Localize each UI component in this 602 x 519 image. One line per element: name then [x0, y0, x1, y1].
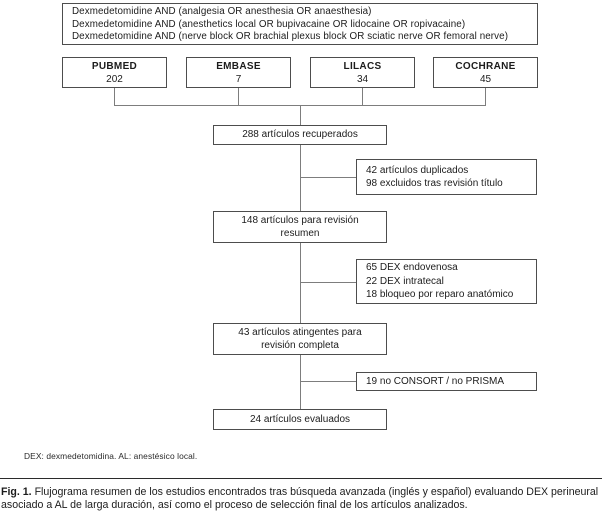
exclusion-box-duplicates: 42 artículos duplicados 98 excluidos tra…	[356, 159, 537, 195]
connector-stub-cochrane	[485, 88, 486, 105]
exclusion-box-dex-route: 65 DEX endovenosa 22 DEX intratecal 18 b…	[356, 259, 537, 304]
search-term-line: Dexmedetomidine AND (anesthetics local O…	[72, 18, 466, 30]
flow-box-text: 148 artículos para revisión	[241, 214, 359, 226]
database-count: 7	[235, 73, 242, 85]
connector-retrieved-to-abstract	[300, 145, 301, 211]
database-box-lilacs: LILACS 34	[310, 57, 415, 88]
database-box-cochrane: COCHRANE 45	[433, 57, 538, 88]
database-name: PUBMED	[91, 60, 138, 72]
exclusion-line: 42 artículos duplicados	[366, 164, 469, 176]
exclusion-line: 65 DEX endovenosa	[366, 262, 458, 274]
flow-box-text: 43 artículos atingentes para	[238, 326, 362, 338]
figure-caption-text: Flujograma resumen de los estudios encon…	[1, 486, 599, 511]
connector-stub-embase	[238, 88, 239, 105]
database-name: EMBASE	[216, 60, 261, 72]
database-count: 45	[479, 73, 492, 85]
flow-box-full-review: 43 artículos atingentes para revisión co…	[213, 323, 387, 355]
exclusion-line: 98 excluidos tras revisión título	[366, 178, 503, 189]
database-name: LILACS	[343, 60, 382, 72]
search-term-line: Dexmedetomidine AND (analgesia OR anesth…	[72, 6, 372, 17]
connector-branch-consort	[301, 381, 356, 382]
connector-stub-pubmed	[114, 88, 115, 105]
database-box-pubmed: PUBMED 202	[62, 57, 167, 88]
exclusion-line: 22 DEX intratecal	[366, 275, 444, 287]
connector-branch-dex-route	[301, 282, 356, 283]
connector-abstract-to-full	[300, 243, 301, 323]
exclusion-line: 19 no CONSORT / no PRISMA	[366, 375, 505, 387]
flow-box-retrieved: 288 artículos recuperados	[213, 125, 387, 145]
connector-drop-retrieved	[300, 105, 301, 125]
database-name: COCHRANE	[455, 60, 516, 72]
exclusion-line: 18 bloqueo por reparo anatómico	[366, 289, 514, 301]
flow-box-evaluated: 24 artículos evaluados	[213, 409, 387, 430]
database-box-embase: EMBASE 7	[186, 57, 291, 88]
database-count: 202	[106, 73, 123, 85]
figure-caption: Fig. 1. Flujograma resumen de los estudi…	[1, 486, 601, 511]
figure-caption-label: Fig. 1.	[1, 486, 32, 498]
flow-box-text: 288 artículos recuperados	[242, 129, 358, 141]
connector-stub-lilacs	[362, 88, 363, 105]
database-count: 34	[356, 73, 369, 85]
caption-divider	[0, 478, 602, 479]
search-terms-box: Dexmedetomidine AND (analgesia OR anesth…	[62, 3, 538, 45]
flow-box-text: resumen	[280, 228, 320, 239]
connector-full-to-evaluated	[300, 355, 301, 410]
abbreviations-footnote: DEX: dexmedetomidina. AL: anestésico loc…	[24, 451, 198, 461]
exclusion-box-consort: 19 no CONSORT / no PRISMA	[356, 372, 537, 391]
search-term-line: Dexmedetomidine AND (nerve block OR brac…	[72, 31, 509, 43]
flow-box-text: revisión completa	[261, 340, 339, 351]
flow-box-abstract-review: 148 artículos para revisión resumen	[213, 211, 387, 243]
flow-box-text: 24 artículos evaluados	[249, 413, 351, 425]
connector-branch-duplicates	[301, 177, 356, 178]
